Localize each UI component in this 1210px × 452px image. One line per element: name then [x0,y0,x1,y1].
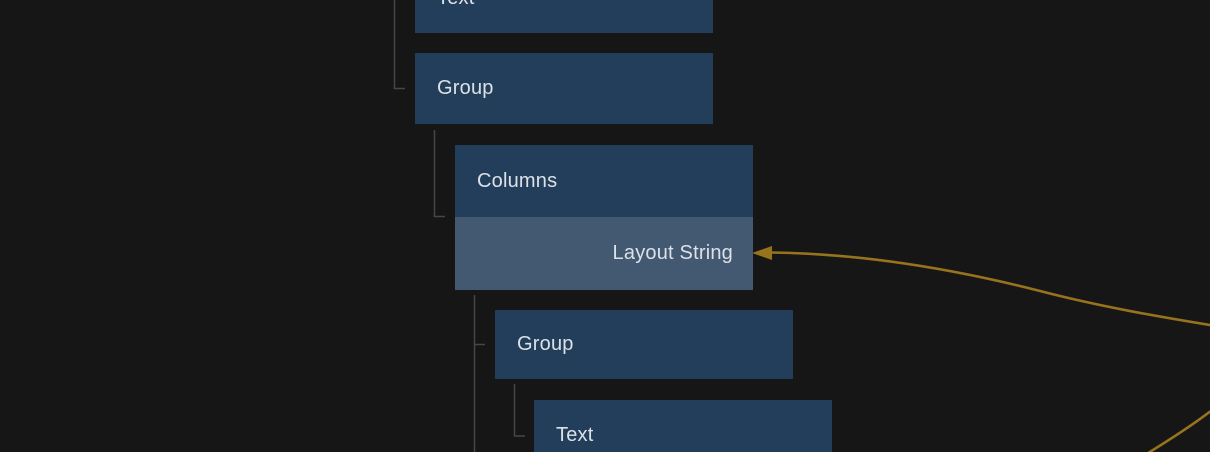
port-layout-string[interactable]: Layout String [455,217,753,290]
port-label: Layout String [612,242,733,264]
wire-to-layout-string[interactable] [769,251,1210,327]
tree-connector-line [513,384,525,437]
node-label: Text [556,423,594,446]
wire-bottom-right[interactable] [1140,407,1210,452]
tree-node-text-bottom[interactable]: Text [534,400,832,452]
node-label: Columns [477,169,558,192]
wire-arrowhead-icon [752,246,772,260]
node-label: Group [437,77,494,99]
tree-connector-line [393,0,405,90]
tree-node-group-2[interactable]: Group [495,310,793,379]
tree-node-text-top[interactable]: Text [415,0,713,33]
tree-connector-line [433,130,445,218]
node-label: Text [437,0,474,10]
tree-node-group-1[interactable]: Group [415,53,713,124]
tree-node-columns[interactable]: Columns Layout String [455,145,753,290]
columns-header-row[interactable]: Columns [455,145,753,217]
node-label: Group [517,333,574,355]
